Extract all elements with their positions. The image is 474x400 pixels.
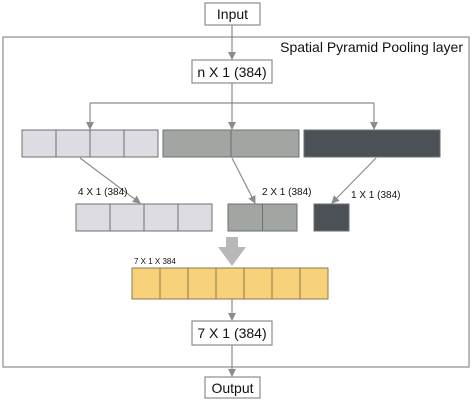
grid-cell (187, 267, 217, 300)
level1-grid (303, 129, 441, 158)
grid-cell (299, 267, 329, 300)
grid-cell (109, 203, 145, 232)
grid-cell (75, 203, 111, 232)
vector-label: 7 X 1 (384) (197, 325, 266, 341)
arrow-level1-to-pooled (331, 157, 377, 204)
feature-map-label: n X 1 (384) (197, 64, 266, 80)
grid-cell (303, 129, 441, 158)
level2-grid (162, 129, 300, 158)
grid-cell (227, 203, 263, 232)
concat-grid (131, 267, 329, 300)
grid-cell (215, 267, 245, 300)
arrow-level4-to-pooled (79, 157, 141, 204)
grid-cell (159, 267, 189, 300)
grid-cell (313, 203, 350, 232)
grid-cell (177, 203, 213, 232)
pooled-label-level4: 4 X 1 (384) (78, 187, 127, 198)
pooled-label-level2: 2 X 1 (384) (262, 187, 311, 198)
level4-grid (21, 129, 159, 158)
input-label: Input (217, 6, 248, 22)
output-label: Output (211, 380, 253, 396)
output-box (204, 376, 261, 399)
pooled-label-level1: 1 X 1 (384) (351, 190, 400, 201)
grid-cell (143, 203, 179, 232)
grid-cell (162, 129, 232, 158)
vector-box (191, 320, 273, 346)
grid-cell (123, 129, 159, 158)
container-title: Spatial Pyramid Pooling layer (280, 39, 463, 55)
pooled-level4-grid (75, 203, 213, 232)
pooled-level2-grid (227, 203, 298, 232)
grid-cell (21, 129, 57, 158)
grid-cell (271, 267, 301, 300)
grid-cell (262, 203, 298, 232)
spp-layer-container (2, 36, 470, 368)
pooled-level1-grid (313, 203, 350, 232)
grid-cell (89, 129, 125, 158)
concat-grid-label: 7 X 1 X 384 (134, 257, 176, 266)
grid-cell (131, 267, 161, 300)
arrow-level2-to-pooled (231, 157, 256, 204)
grid-cell (230, 129, 300, 158)
grid-cell (55, 129, 91, 158)
grid-cell (243, 267, 273, 300)
concat-down-arrow (218, 237, 246, 266)
